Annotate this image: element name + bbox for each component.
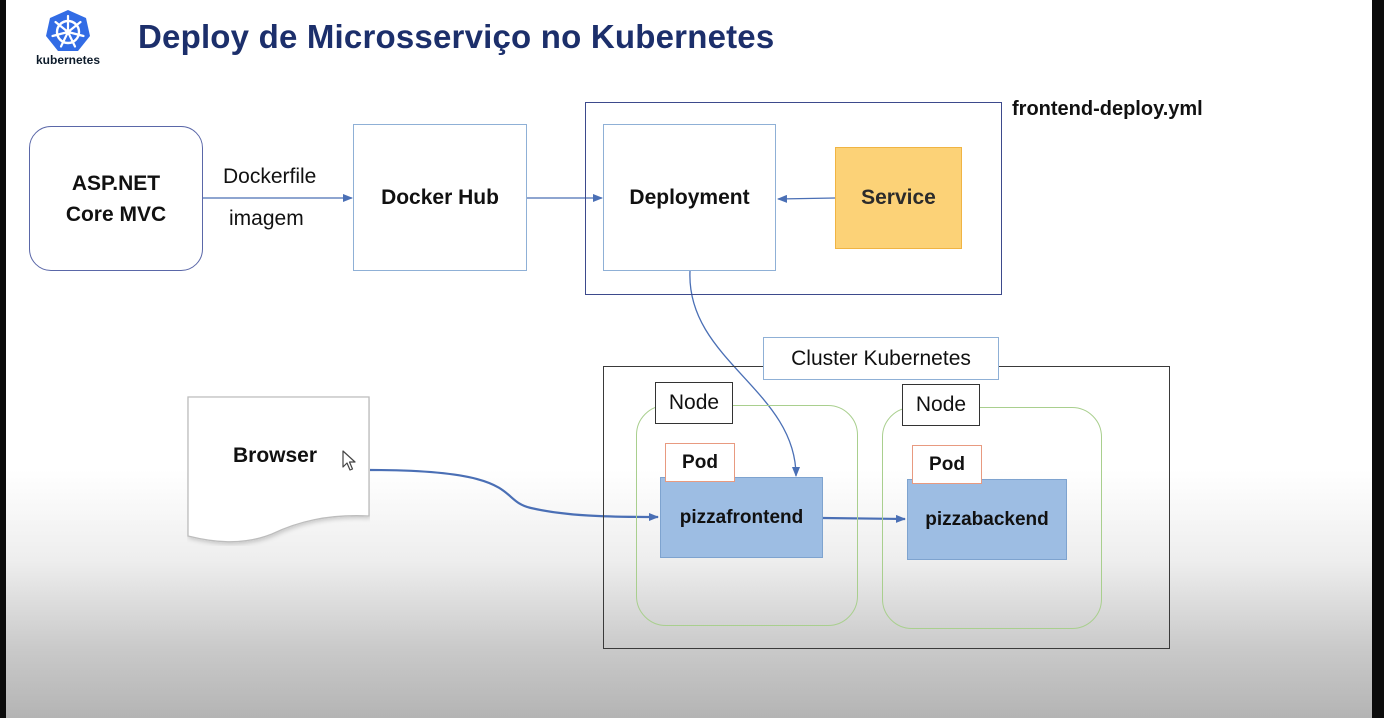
node-label-backend: Node [902,384,980,426]
page-title: Deploy de Microsserviço no Kubernetes [138,18,775,55]
mouse-cursor-icon [342,450,356,471]
node-label-frontend: Node [655,382,733,424]
imagem-label: imagem [229,207,304,230]
dockerfile-label: Dockerfile [223,165,317,188]
yml-file-label: frontend-deploy.yml [1012,98,1203,120]
deployment-box: Deployment [603,124,776,271]
aspnet-box: ASP.NET Core MVC [29,126,203,271]
pod-label-frontend: Pod [665,443,735,482]
service-box: Service [835,147,962,249]
deploy-yml-frame [585,102,1002,295]
node-frontend [636,405,858,626]
kubernetes-logo: kubernetes [28,8,108,68]
kubernetes-wheel-icon [46,10,90,51]
aspnet-line1: ASP.NET [71,171,161,195]
aspnet-line2: Core MVC [65,202,167,226]
dockerhub-box: Docker Hub [353,124,527,271]
pod-label-backend: Pod [912,445,982,484]
browser-document-shape [187,396,370,543]
pizzafrontend-pod: pizzafrontend [660,477,823,558]
slide: kubernetes Deploy de Microsserviço no Ku… [6,0,1372,718]
pizzabackend-pod: pizzabackend [907,479,1067,560]
browser-label: Browser [233,444,318,467]
node-backend [882,407,1102,629]
cluster-label: Cluster Kubernetes [763,337,999,380]
logo-text: kubernetes [35,53,101,67]
